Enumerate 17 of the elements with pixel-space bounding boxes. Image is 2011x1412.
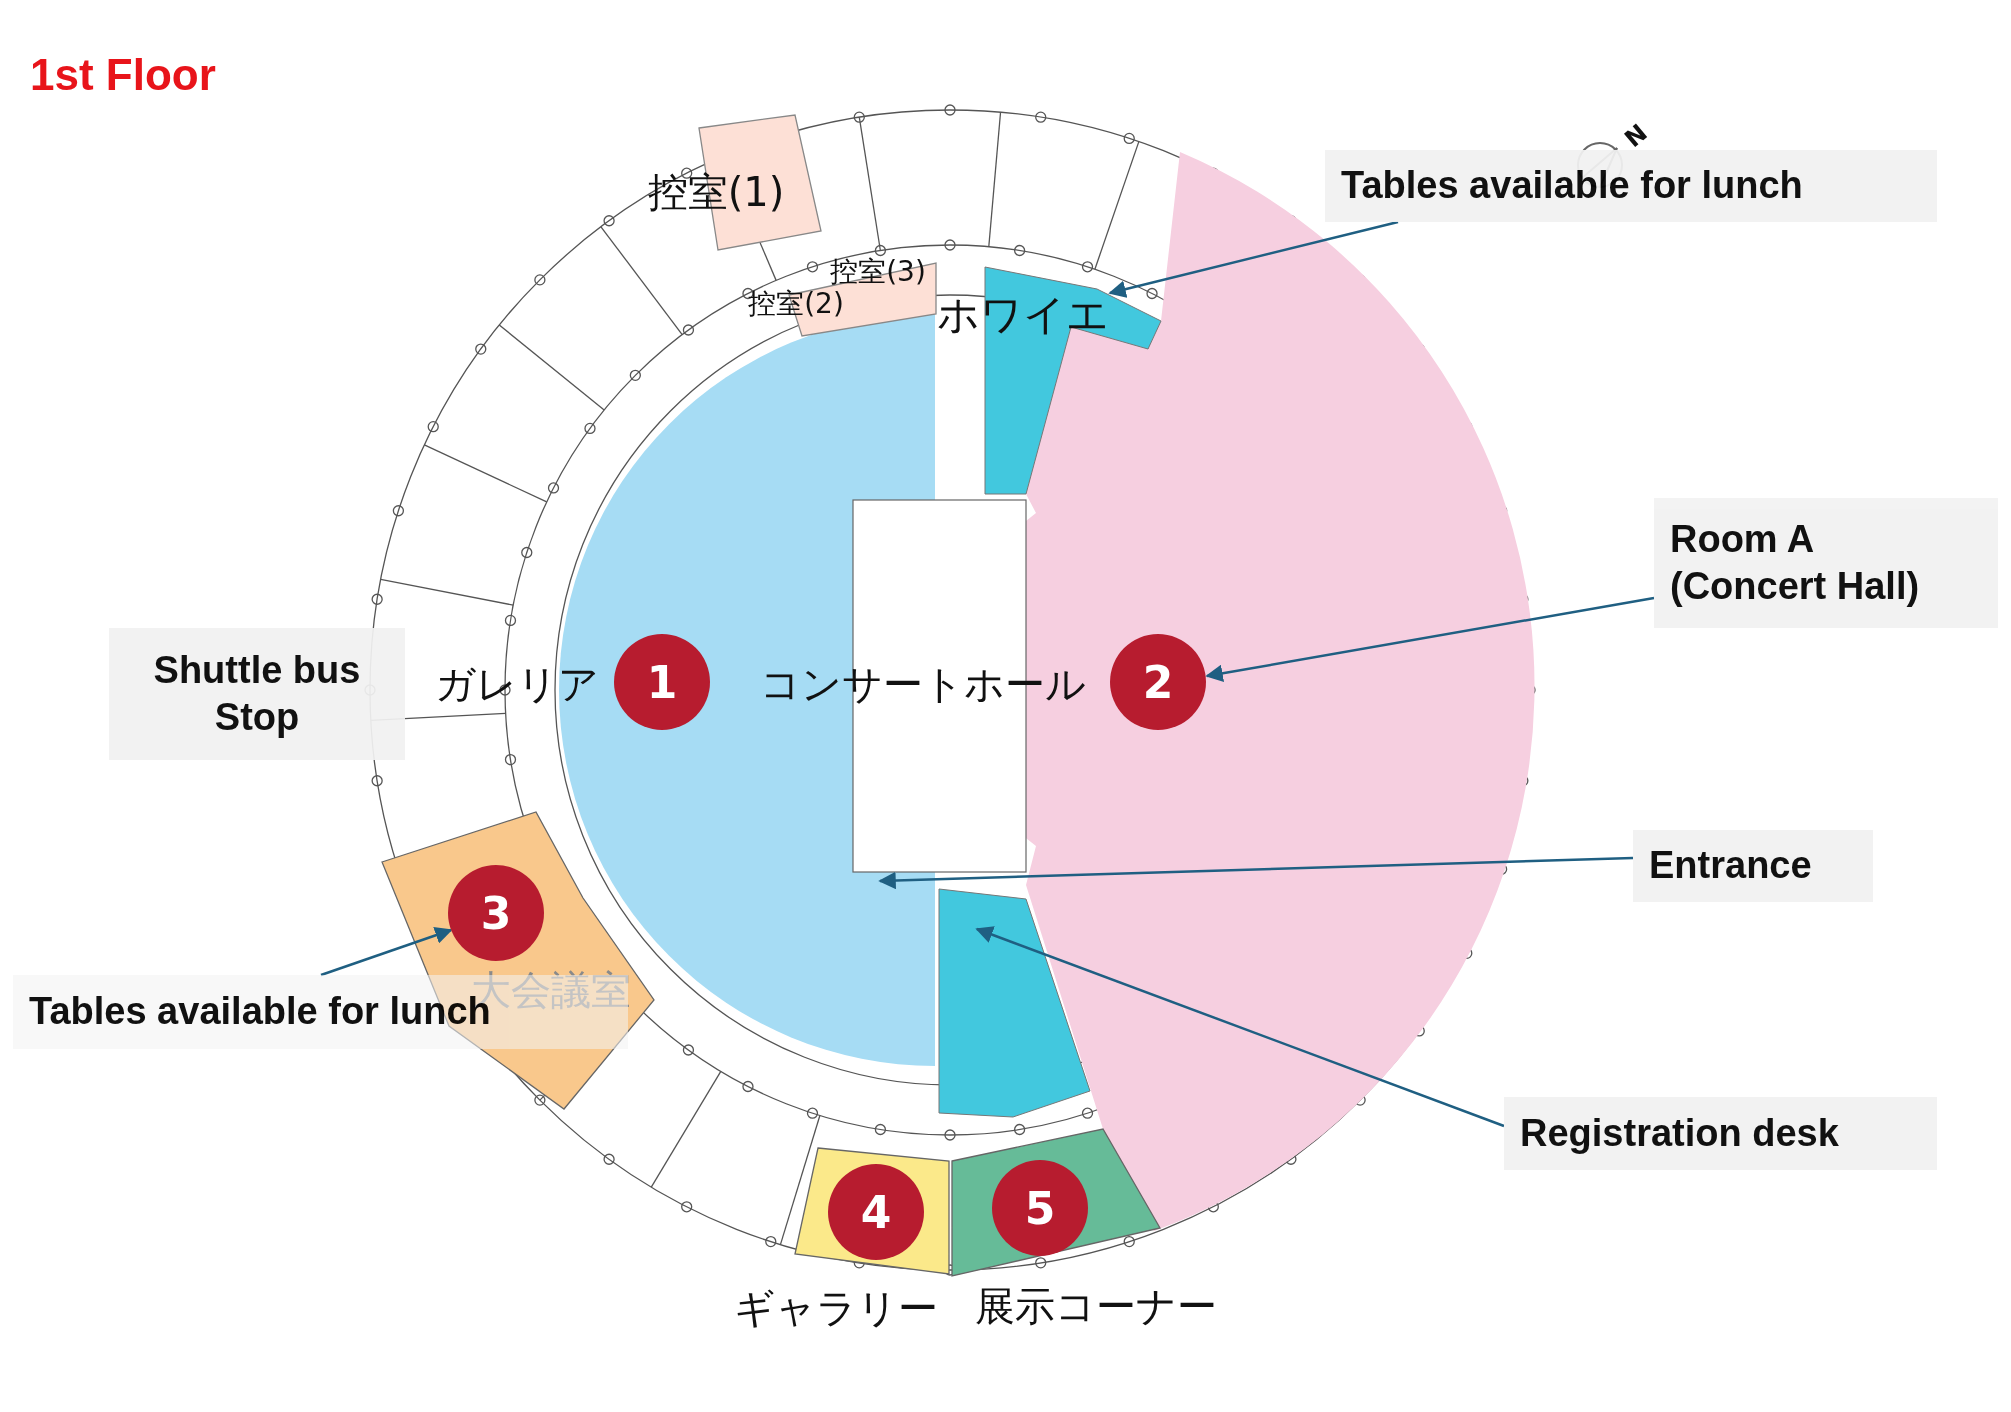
room-label: 展示コーナー (975, 1281, 1217, 1331)
leader-arrow (320, 926, 453, 977)
callout-label: Registration desk (1504, 1097, 1937, 1170)
room-label: ホワイエ (937, 289, 1109, 341)
callout-label: Tables available for lunch (1325, 150, 1937, 222)
callout-label: Shuttle bus Stop (109, 628, 405, 760)
leader-arrow (878, 856, 1634, 890)
callout-label: Room A (Concert Hall) (1654, 498, 1998, 628)
room-label: ギャラリー (734, 1283, 938, 1333)
leader-arrow (1108, 220, 1399, 298)
area-label: ガレリア (435, 659, 599, 709)
floor-title: 1st Floor (30, 50, 216, 100)
leader-arrow (975, 926, 1505, 1128)
callout-label: Entrance (1633, 830, 1873, 902)
room-label: 控室(1) (647, 167, 785, 217)
area-label: コンサートホール (760, 659, 1086, 709)
leader-arrow (1205, 596, 1655, 682)
